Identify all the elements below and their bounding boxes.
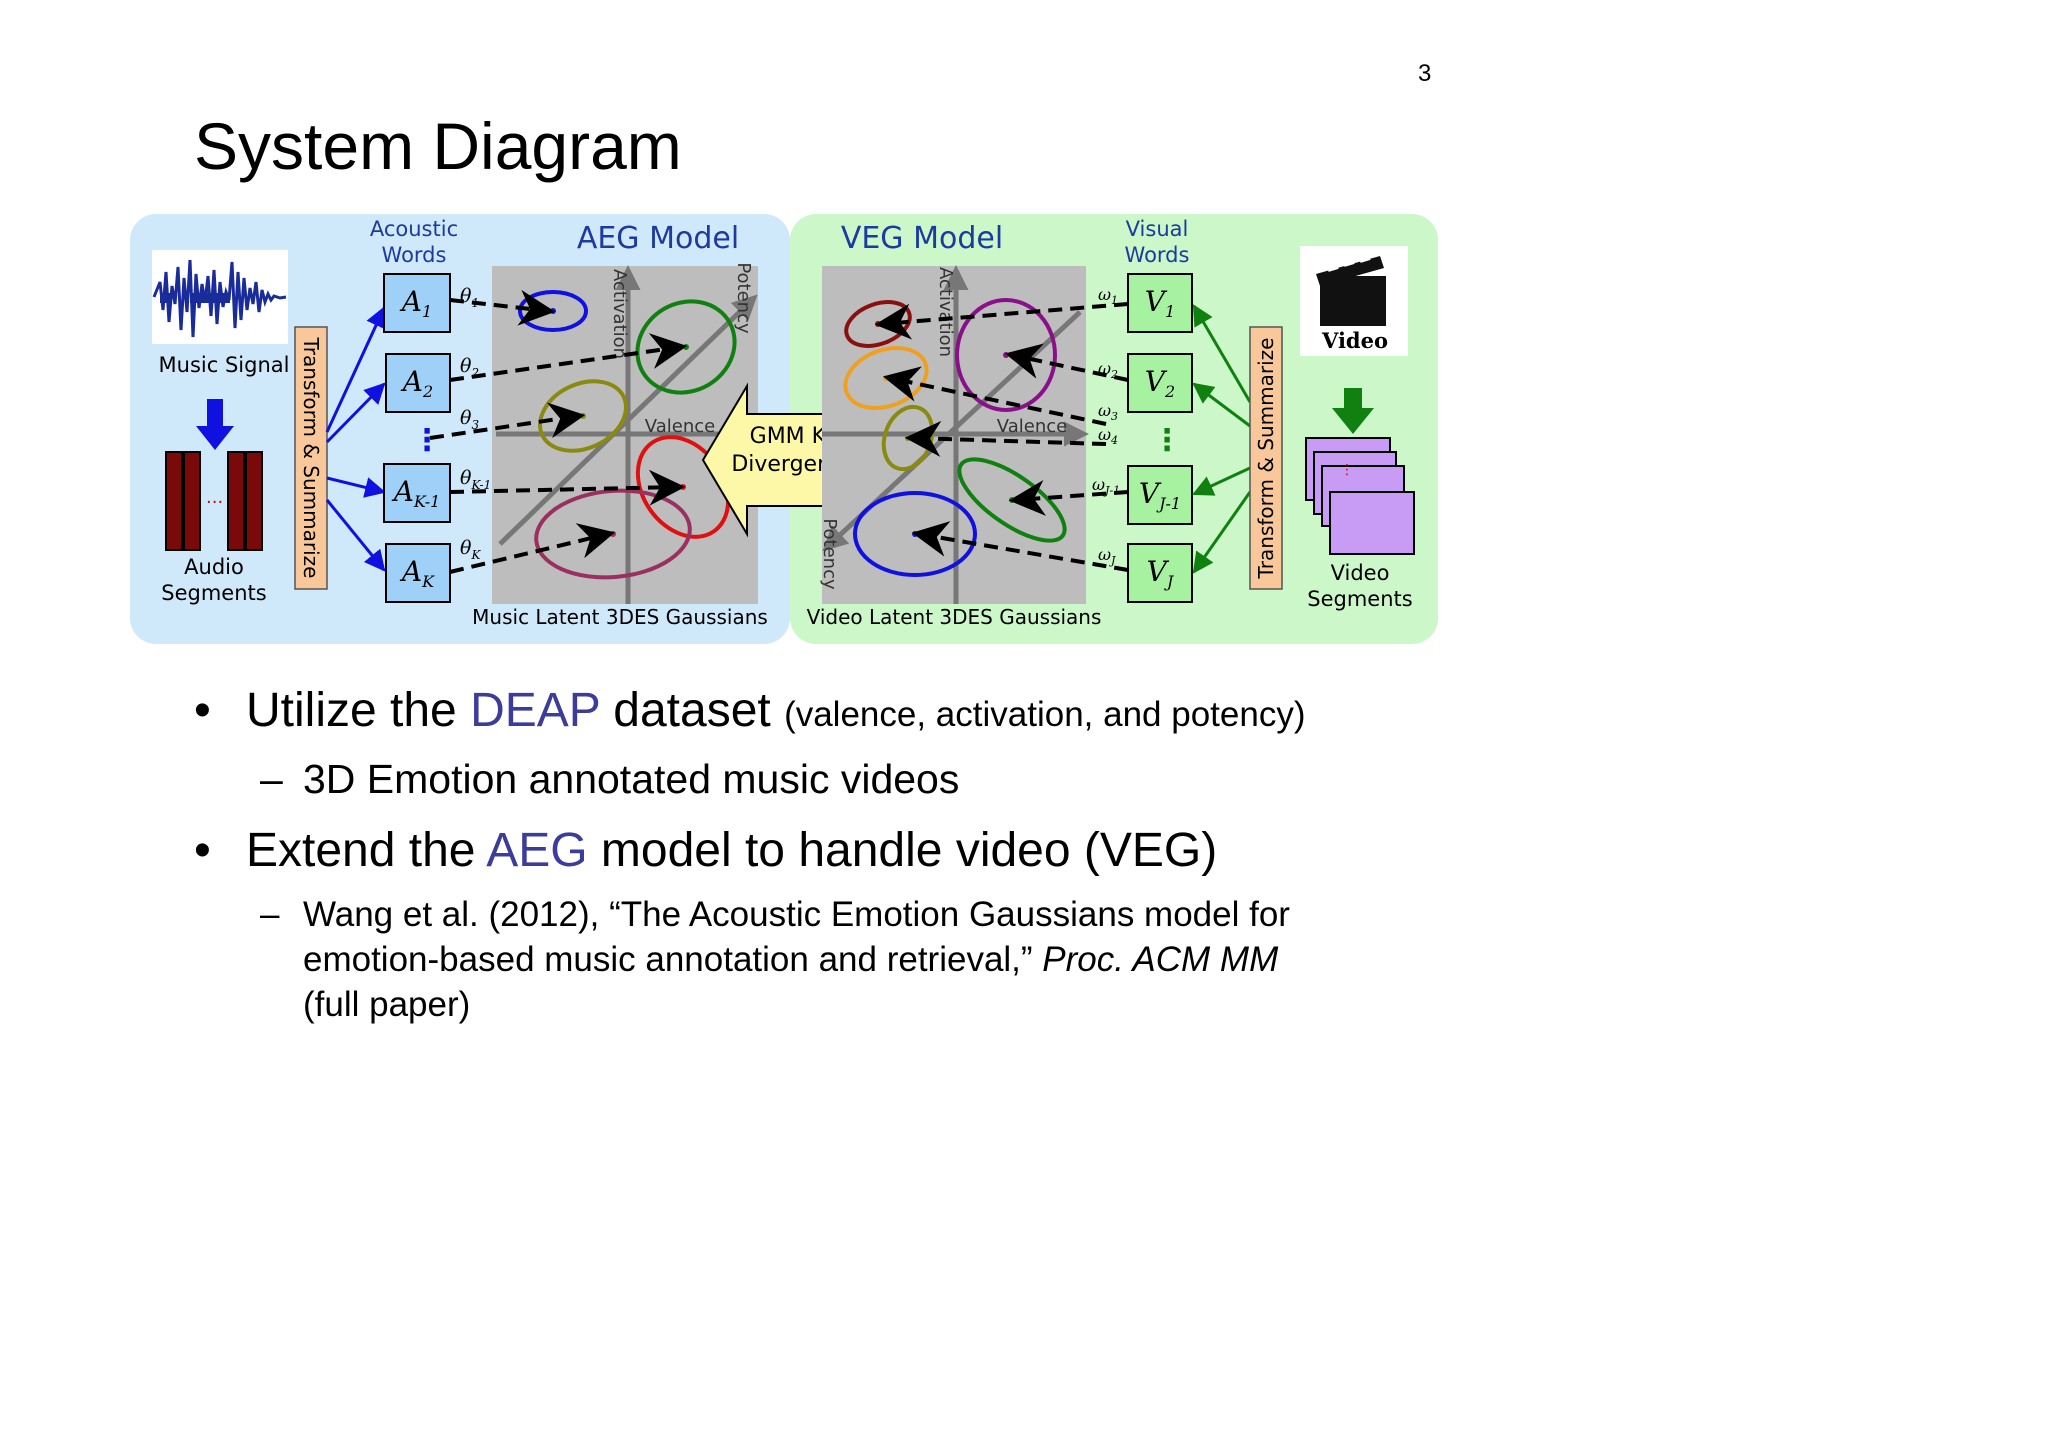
omega-dashed-arrows	[874, 302, 1129, 572]
omega-label: ωJ	[1098, 545, 1116, 567]
visual-arrows	[1192, 304, 1252, 574]
svg-text:V2: V2	[1145, 365, 1175, 401]
video-latent-label: Video Latent 3DES Gaussians	[807, 605, 1102, 629]
omega-label: ω4	[1098, 425, 1118, 447]
sub-bullet-text: 3D Emotion annotated music videos	[303, 756, 960, 802]
omega-label: ωJ-1	[1092, 475, 1120, 497]
bullet-text: Extend the	[246, 824, 487, 877]
bullet-item: • Extend the AEG model to handle video (V…	[194, 823, 1217, 878]
visual-words-label: Words	[1125, 243, 1190, 267]
v-ellipsis: ⋮	[1152, 423, 1182, 458]
video-label: Video	[1321, 328, 1388, 353]
video-latent-space	[822, 265, 1089, 604]
acoustic-words-label: Words	[382, 243, 447, 267]
bullet-text: model to handle video (VEG)	[587, 824, 1218, 877]
acoustic-words-label: Acoustic	[370, 217, 458, 241]
svg-text:A1: A1	[399, 285, 432, 321]
svg-text:VJ: VJ	[1147, 555, 1175, 591]
a-box: A2	[385, 353, 451, 413]
dash-symbol: –	[260, 756, 283, 802]
visual-words-label: Visual	[1126, 217, 1189, 241]
transform-box-left	[294, 326, 328, 590]
audio-segments-icon: ···	[165, 451, 263, 551]
svg-text:VJ-1: VJ-1	[1139, 477, 1181, 513]
svg-text:AK-1: AK-1	[391, 475, 441, 511]
audio-segments-label: Audio	[184, 555, 244, 579]
axis-potency-label: Potency	[733, 262, 754, 334]
down-arrow-icon	[196, 399, 234, 450]
highlight-deap: DEAP	[470, 684, 600, 737]
waveform-icon	[152, 250, 288, 344]
highlight-aeg: AEG	[486, 824, 588, 877]
dash-symbol: –	[260, 895, 280, 934]
system-diagram: AEG Model VEG Model Acoustic Words Visua…	[130, 214, 1438, 644]
video-segments-icon: ⋮	[1305, 437, 1415, 555]
bullet-list: • Utilize the DEAP dataset (valence, acti…	[194, 683, 1305, 1024]
video-segments-label: Segments	[1307, 587, 1412, 611]
transform-box-right	[1249, 326, 1283, 590]
bullet-text: Utilize the	[246, 684, 471, 737]
music-signal-label: Music Signal	[159, 353, 290, 377]
a-box: A1	[383, 273, 451, 333]
v-box: VJ-1	[1127, 465, 1193, 525]
axis-activation-label: Activation	[609, 269, 630, 359]
a-ellipsis: ⋮	[412, 423, 442, 458]
theta-label: θ2	[460, 355, 479, 380]
transform-label-left: Transform & Summarize	[299, 337, 323, 579]
theta-dashed-arrows	[429, 289, 688, 574]
veg-title: VEG Model	[841, 221, 1003, 256]
svg-text:V1: V1	[1145, 285, 1175, 321]
a-box: AK-1	[383, 463, 451, 523]
theta-label: θK	[460, 537, 481, 562]
sub-bullet-item: –3D Emotion annotated music videos	[260, 756, 959, 803]
svg-text:···: ···	[206, 492, 223, 513]
axis-activation-label: Activation	[935, 267, 956, 357]
v-box: V1	[1127, 273, 1193, 333]
svg-text:A2: A2	[400, 365, 433, 401]
axis-valence-label: Valence	[997, 416, 1067, 437]
omega-label: ω1	[1098, 285, 1118, 307]
citation-text: Wang et al. (2012), “The Acoustic Emotio…	[303, 895, 1290, 1024]
omega-label: ω2	[1098, 359, 1118, 381]
citation-venue: Proc. ACM MM	[1042, 940, 1279, 979]
bullet-symbol: •	[194, 824, 211, 877]
page-number: 3	[1418, 60, 1432, 87]
theta-label: θK-1	[460, 467, 491, 492]
audio-segments-label: Segments	[161, 581, 266, 605]
omega-label: ω3	[1098, 401, 1118, 423]
v-box: VJ	[1127, 543, 1193, 603]
bullet-symbol: •	[194, 684, 211, 737]
bullet-note: (valence, activation, and potency)	[784, 695, 1306, 734]
theta-label: θ3	[460, 407, 479, 432]
svg-text:⋮: ⋮	[1340, 462, 1354, 478]
aeg-title: AEG Model	[577, 221, 739, 256]
transform-label-right: Transform & Summarize	[1254, 338, 1278, 580]
music-latent-label: Music Latent 3DES Gaussians	[472, 605, 768, 629]
axis-valence-label: Valence	[645, 416, 715, 437]
v-box: V2	[1127, 353, 1193, 413]
bullet-item: • Utilize the DEAP dataset (valence, acti…	[194, 683, 1305, 738]
video-segments-label: Video	[1331, 561, 1390, 585]
svg-text:AK: AK	[399, 555, 435, 591]
a-box: AK	[385, 543, 451, 603]
slide-title: System Diagram	[194, 109, 682, 183]
axis-potency-label: Potency	[819, 518, 840, 590]
down-arrow-icon	[1332, 388, 1374, 434]
bullet-text: dataset	[599, 684, 785, 737]
acoustic-arrows	[325, 306, 387, 572]
video-clapperboard-icon	[1300, 246, 1408, 356]
